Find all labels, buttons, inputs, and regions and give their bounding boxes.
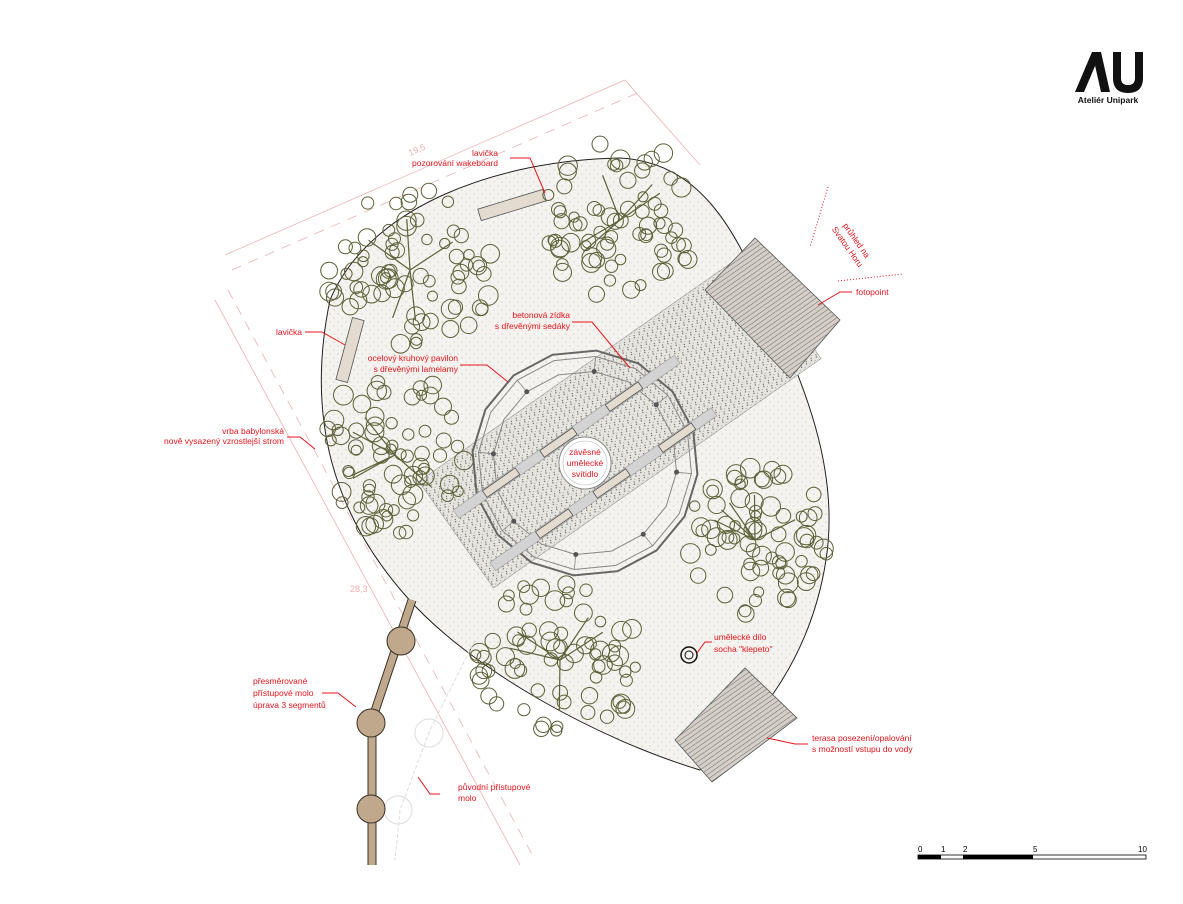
- annotation-leaders: [287, 157, 852, 795]
- pavilion: [452, 349, 718, 577]
- svg-text:umělecké: umělecké: [567, 458, 604, 468]
- label-terrace: terasa posezení/opalování s možností vst…: [812, 733, 913, 754]
- wooden-seat: [592, 468, 631, 499]
- svg-text:s možností vstupu do vody: s možností vstupu do vody: [812, 744, 913, 754]
- pavilion-column: [490, 451, 496, 457]
- redirected-pier: [356, 598, 417, 865]
- svg-text:umělecké dílo: umělecké dílo: [714, 632, 767, 642]
- wooden-seat: [539, 427, 578, 458]
- tree-icon: [319, 375, 474, 540]
- pavilion-column: [573, 552, 579, 558]
- pavilion-column: [674, 469, 680, 475]
- svg-text:pozorování wakeboard: pozorování wakeboard: [412, 158, 498, 168]
- fotopoint-deck: [704, 237, 841, 379]
- svg-text:svítidlo: svítidlo: [572, 469, 599, 479]
- sculpture-icon: [680, 646, 698, 664]
- svg-text:lavička: lavička: [472, 148, 498, 158]
- svg-text:s dřevěnými sedáky: s dřevěnými sedáky: [495, 321, 571, 331]
- label-sculpture: umělecké dílo socha "klepeto": [714, 632, 773, 654]
- view-lines: [809, 186, 904, 282]
- svg-text:0: 0: [918, 845, 923, 854]
- pavilion-column: [640, 531, 646, 537]
- svg-text:1: 1: [941, 845, 946, 854]
- svg-text:vrba babylonská: vrba babylonská: [222, 426, 284, 436]
- wooden-seat: [481, 467, 521, 498]
- svg-text:socha "klepeto": socha "klepeto": [714, 644, 773, 654]
- svg-text:terasa posezení/opalování: terasa posezení/opalování: [812, 733, 912, 743]
- original-pier: [383, 639, 476, 861]
- svg-text:betonová zídka: betonová zídka: [512, 310, 570, 320]
- pavilion-column: [511, 518, 517, 524]
- label-light: závěsné umělecké svítidlo: [558, 436, 612, 490]
- pavilion-column: [524, 389, 530, 395]
- svg-text:5: 5: [1033, 845, 1038, 854]
- concrete-wall: [489, 407, 718, 572]
- svg-text:úprava 3 segmentů: úprava 3 segmentů: [253, 700, 326, 710]
- svg-text:ocelový kruhový pavilon: ocelový kruhový pavilon: [368, 353, 459, 363]
- svg-text:přesměrované: přesměrované: [253, 676, 308, 686]
- label-willow: vrba babylonská nově vysazený vzrostlejš…: [164, 426, 284, 446]
- label-view: průhled na Svatou Horu: [830, 221, 872, 269]
- label-bench-wakeboard: lavička pozorování wakeboard: [412, 148, 498, 168]
- svg-text:původní přístupové: původní přístupové: [458, 782, 531, 792]
- svg-text:molo: molo: [458, 793, 477, 803]
- svg-text:2: 2: [963, 845, 968, 854]
- svg-text:přístupové molo: přístupové molo: [253, 688, 314, 698]
- dimension-left: 28,3: [350, 584, 368, 594]
- label-concrete-wall: betonová zídka s dřevěnými sedáky: [495, 310, 571, 331]
- label-new-pier: přesměrované přístupové molo úprava 3 se…: [253, 676, 326, 710]
- logo-name: Ateliér Unipark: [1078, 95, 1139, 105]
- label-fotopoint: fotopoint: [856, 287, 889, 297]
- wooden-seat: [657, 422, 697, 453]
- pavilion-column: [591, 368, 597, 374]
- tree-icon: [319, 182, 501, 354]
- bench-wakeboard: [477, 188, 547, 222]
- label-old-pier: původní přístupové molo: [458, 782, 531, 803]
- logo: Ateliér Unipark: [1075, 52, 1143, 105]
- label-bench: lavička: [276, 327, 302, 337]
- tree-icon: [469, 575, 642, 737]
- wooden-seat: [604, 381, 644, 412]
- label-pavilion: ocelový kruhový pavilon s dřevěnými lame…: [368, 353, 459, 374]
- scale-bar: 0 1 2 5 10: [917, 845, 1147, 860]
- tree-icon: [541, 135, 698, 303]
- pavilion-column: [653, 402, 659, 408]
- svg-text:závěsné: závěsné: [569, 447, 601, 457]
- terrace-deck: [674, 667, 798, 783]
- svg-text:s dřevěnými lamelamy: s dřevěnými lamelamy: [373, 364, 458, 374]
- concrete-wall: [452, 354, 681, 519]
- wooden-seat: [535, 508, 574, 539]
- svg-text:10: 10: [1138, 845, 1147, 854]
- tree-icon: [680, 457, 834, 623]
- svg-text:nově vysazený vzrostlejší stro: nově vysazený vzrostlejší strom: [164, 436, 284, 446]
- dimension-lines: [214, 79, 701, 866]
- bench-west: [335, 317, 365, 383]
- trees: [319, 135, 834, 737]
- dimension-top: 19,5: [407, 142, 427, 158]
